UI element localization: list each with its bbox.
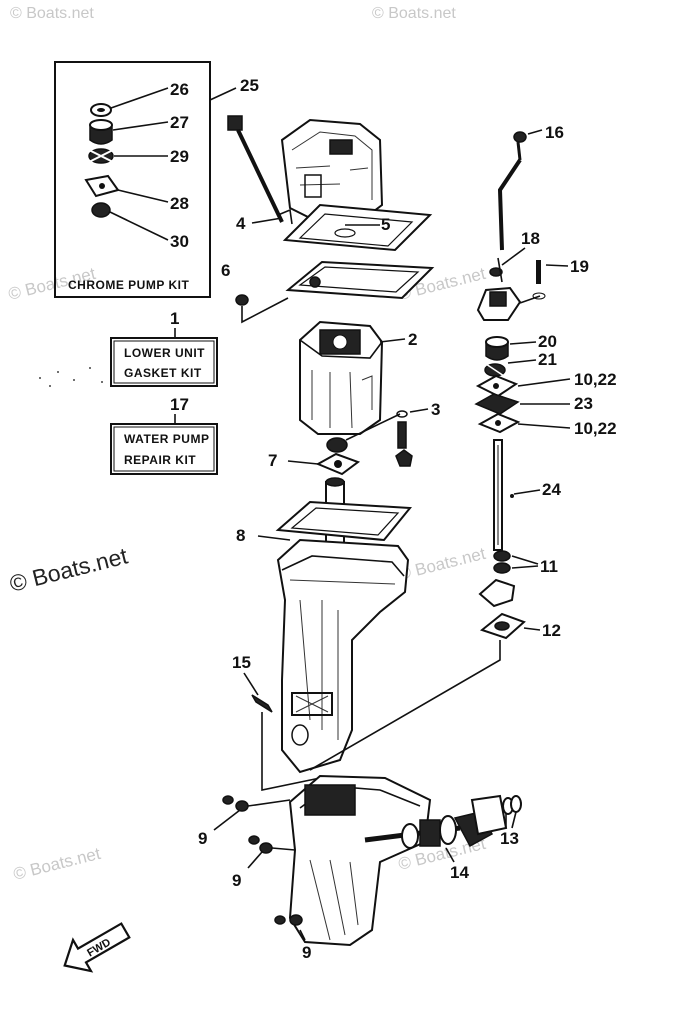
callout-30: 30 [170, 232, 189, 251]
callout-19: 19 [570, 257, 589, 276]
part-11 [493, 550, 511, 574]
water-pump-repair-kit-box: WATER PUMP REPAIR KIT [110, 423, 218, 475]
lower-unit-gasket-kit-box: LOWER UNIT GASKET KIT [110, 337, 218, 387]
print-dots [39, 367, 103, 387]
part-18 [476, 267, 522, 321]
callout-4: 4 [236, 214, 246, 233]
callout-25: 25 [240, 76, 259, 95]
callout-7: 7 [268, 451, 277, 470]
callout-11: 11 [540, 557, 558, 576]
part-9-bolt-b [248, 835, 273, 854]
part-5-gasket [282, 203, 433, 252]
part-10-22-b [477, 412, 521, 434]
callout-18: 18 [521, 229, 540, 248]
part-23 [474, 393, 520, 415]
watermark: © Boats.net [11, 844, 102, 884]
part-14-prop-shaft [401, 811, 494, 849]
water-pump-kit-line1: WATER PUMP [124, 432, 209, 446]
part-4-rod [227, 115, 293, 225]
callout-20: 20 [538, 332, 557, 351]
part-6-plate [285, 260, 435, 300]
gasket-kit-line2: GASKET KIT [124, 366, 202, 380]
chrome-pump-kit-box: CHROME PUMP KIT [54, 61, 211, 298]
callout-27: 27 [170, 113, 189, 132]
fwd-arrow-icon: FWD [63, 922, 131, 973]
part-15-pin [251, 694, 273, 713]
watermark: © Boats.net [372, 5, 456, 22]
part-9-bolt-c [274, 914, 303, 926]
part-7-gasket [315, 452, 361, 476]
water-pump-kit-line2: REPAIR KIT [124, 453, 196, 467]
callout-9c: 9 [302, 943, 311, 962]
callout-10-22a: 10,22 [574, 370, 617, 389]
callout-16: 16 [545, 123, 564, 142]
part-21 [484, 363, 506, 377]
callout-5: 5 [381, 215, 390, 234]
callout-1: 1 [170, 309, 179, 328]
chrome-pump-kit-label: CHROME PUMP KIT [68, 278, 189, 292]
part-10-22-a [475, 374, 519, 398]
part-19 [532, 260, 546, 300]
callout-9a: 9 [198, 829, 207, 848]
callout-26: 26 [170, 80, 189, 99]
callout-2: 2 [408, 330, 417, 349]
watermark: © Boats.net [396, 544, 487, 584]
callout-28: 28 [170, 194, 189, 213]
watermark: © Boats.net [10, 5, 94, 22]
callout-6: 6 [221, 261, 230, 280]
part-3-bolt [395, 410, 413, 467]
callout-3: 3 [431, 400, 440, 419]
part-9-bolt-a [222, 795, 249, 812]
part-8-gasket [275, 500, 413, 542]
callout-8: 8 [236, 526, 245, 545]
part-16 [497, 131, 527, 251]
callout-10-22b: 10,22 [574, 419, 617, 438]
part-12 [478, 578, 526, 640]
callout-14: 14 [450, 863, 469, 882]
callout-17: 17 [170, 395, 189, 414]
gasket-kit-line1: LOWER UNIT [124, 346, 205, 360]
part-24-driveshaft [493, 439, 514, 551]
callout-24: 24 [542, 480, 561, 499]
midsection-housing [276, 538, 410, 774]
part-2-housing [299, 320, 384, 435]
upper-casing [280, 118, 384, 224]
watermark-dark: © Boats.net [7, 542, 131, 597]
callout-29: 29 [170, 147, 189, 166]
callout-12: 12 [542, 621, 561, 640]
part-20 [485, 336, 509, 361]
callout-13: 13 [500, 829, 519, 848]
callout-15: 15 [232, 653, 251, 672]
callout-23: 23 [574, 394, 593, 413]
callout-9b: 9 [232, 871, 241, 890]
callout-21: 21 [538, 350, 557, 369]
